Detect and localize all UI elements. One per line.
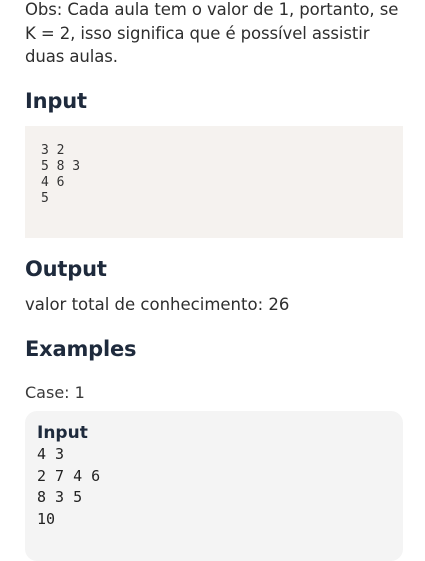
case-label: Case: 1 (25, 383, 85, 402)
example-input-title: Input (37, 423, 88, 443)
example-card: Input 4 3 2 7 4 6 8 3 5 10 (25, 411, 403, 561)
problem-content: Obs: Cada aula tem o valor de 1, portant… (25, 0, 403, 561)
input-code: 3 2 5 8 3 4 6 5 (41, 143, 81, 206)
observation-text: Obs: Cada aula tem o valor de 1, portant… (25, 0, 399, 66)
input-code-block: 3 2 5 8 3 4 6 5 (25, 126, 403, 238)
input-heading: Input (25, 89, 87, 113)
example-input-code: 4 3 2 7 4 6 8 3 5 10 (37, 445, 101, 528)
examples-heading: Examples (25, 337, 137, 361)
output-heading: Output (25, 257, 107, 281)
output-text: valor total de conhecimento: 26 (25, 295, 290, 314)
